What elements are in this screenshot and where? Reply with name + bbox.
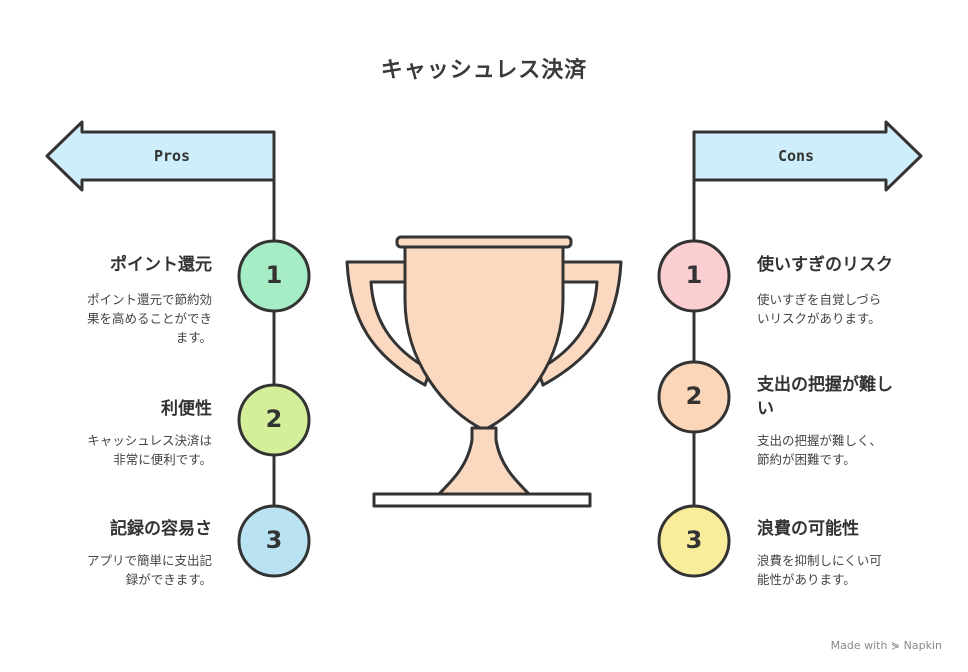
pro-heading-1: ポイント還元 bbox=[110, 255, 212, 275]
con-desc-1: 使いすぎを自覚しづらいリスクがあります。 bbox=[757, 292, 882, 326]
pro-circle-1 bbox=[237, 239, 311, 313]
pros-label: Pros bbox=[153, 147, 191, 165]
cons-label: Cons bbox=[777, 147, 815, 165]
page-title: キャッシュレス決済 bbox=[380, 58, 588, 83]
pro-desc-3: アプリで簡単に支出記録ができます。 bbox=[86, 553, 212, 587]
con-circle-2 bbox=[657, 360, 731, 434]
trophy-icon bbox=[345, 235, 623, 508]
pros-arrow bbox=[45, 120, 276, 192]
con-heading-2: 支出の把握が難しい bbox=[757, 375, 893, 419]
pro-number-1: 1 bbox=[265, 261, 283, 289]
pro-number-2: 2 bbox=[265, 405, 283, 433]
pro-heading-2: 利便性 bbox=[161, 399, 212, 419]
con-heading-1: 使いすぎのリスク bbox=[757, 255, 893, 275]
con-desc-3: 浪費を抑制しにくい可能性があります。 bbox=[757, 553, 882, 587]
pro-circle-3 bbox=[237, 504, 311, 578]
cons-arrow bbox=[692, 120, 923, 192]
pro-circle-2 bbox=[237, 383, 311, 457]
pro-number-3: 3 bbox=[265, 526, 283, 554]
con-number-2: 2 bbox=[685, 382, 703, 410]
con-desc-2: 支出の把握が難しく、節約が困難です。 bbox=[757, 433, 883, 467]
pro-desc-2: キャッシュレス決済は非常に便利です。 bbox=[87, 433, 212, 467]
con-number-3: 3 bbox=[685, 526, 703, 554]
pro-heading-3: 記録の容易さ bbox=[110, 519, 212, 539]
con-heading-3: 浪費の可能性 bbox=[757, 519, 859, 539]
con-circle-3 bbox=[657, 504, 731, 578]
con-number-1: 1 bbox=[685, 261, 703, 289]
con-circle-1 bbox=[657, 239, 731, 313]
napkin-watermark: Made with ⋟ Napkin bbox=[830, 639, 942, 652]
pro-desc-1: ポイント還元で節約効果を高めることができます。 bbox=[86, 292, 212, 345]
